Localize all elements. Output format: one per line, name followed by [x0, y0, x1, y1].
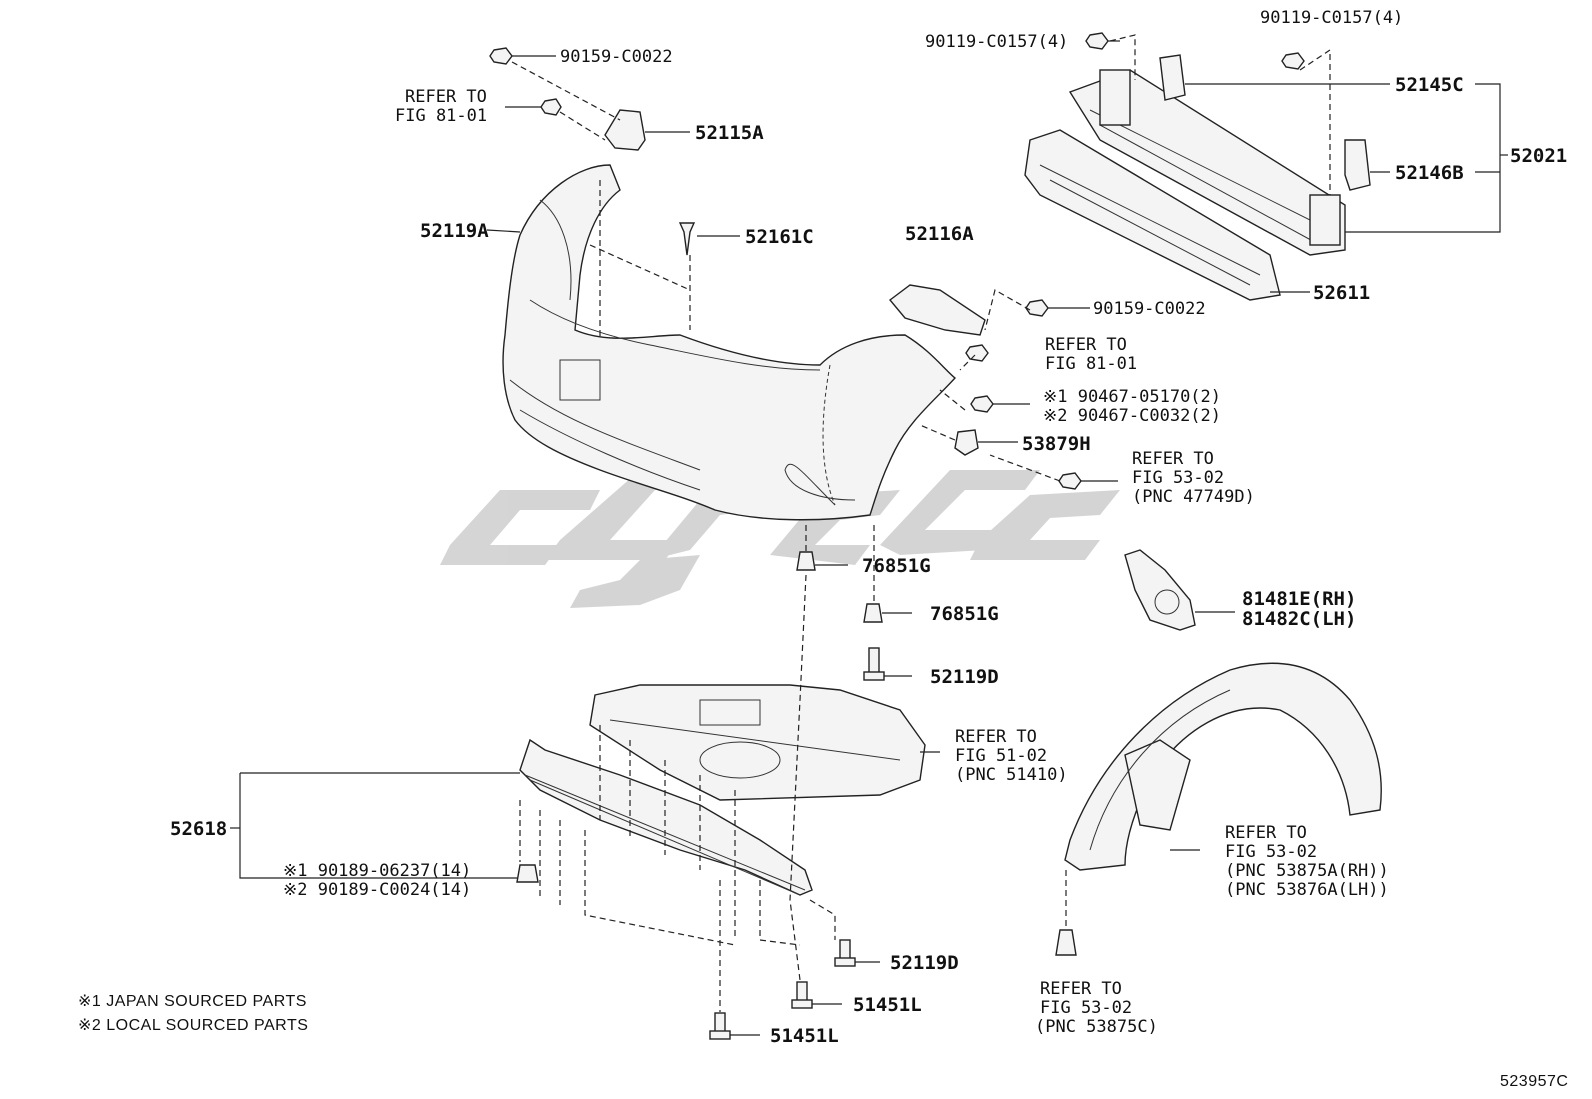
bolt-refer-8101-b [965, 344, 989, 362]
label-90189-1: ※1 90189-06237(14) [283, 861, 471, 881]
bolt-refer-5302-a [1058, 472, 1082, 490]
bracket-52146B [1344, 139, 1371, 191]
label-90159-mid: 90159-C0022 [1093, 299, 1206, 319]
bracket-52145C [1159, 54, 1186, 101]
bracket-52115A [604, 109, 646, 151]
label-refer-8101-a-line2: FIG 81-01 [395, 106, 487, 126]
bolt-51451L-a [791, 981, 813, 1009]
label-90119-left: 90119-C0157(4) [925, 32, 1068, 52]
fender-liner [1064, 662, 1382, 871]
diagram-id: 523957C [1500, 1073, 1568, 1090]
label-53879H: 53879H [1022, 433, 1091, 455]
label-refer-8101-b-line1: REFER TO [1045, 335, 1127, 355]
clip-76851G-a [796, 551, 816, 571]
label-refer-5302-c-line2: FIG 53-02 [1040, 998, 1132, 1018]
label-76851G-b: 76851G [930, 603, 999, 625]
label-refer-8101-a-line1: REFER TO [405, 87, 487, 107]
nut-90467 [970, 395, 994, 413]
energy-absorber-52611 [1024, 129, 1281, 301]
label-52618: 52618 [170, 818, 227, 840]
label-52145C: 52145C [1395, 74, 1464, 96]
label-51451L-b: 51451L [770, 1025, 839, 1047]
label-refer-5302-b-line3: (PNC 53875A(RH)) [1225, 861, 1389, 881]
label-90119-right: 90119-C0157(4) [1260, 8, 1403, 28]
label-51451L-a: 51451L [853, 994, 922, 1016]
label-refer-5302-a-line2: FIG 53-02 [1132, 468, 1224, 488]
label-refer-5302-c-line1: REFER TO [1040, 979, 1122, 999]
label-52115A: 52115A [695, 122, 764, 144]
clip-fender [1055, 929, 1077, 956]
label-81482C: 81482C(LH) [1242, 608, 1356, 630]
clip-52161C [678, 222, 696, 256]
label-52021: 52021 [1510, 145, 1567, 167]
label-refer-5302-b-line1: REFER TO [1225, 823, 1307, 843]
bolt-90119-left [1085, 32, 1109, 50]
label-refer-5302-b-line2: FIG 53-02 [1225, 842, 1317, 862]
label-52116A: 52116A [905, 223, 974, 245]
leader-lines [230, 40, 1508, 1036]
label-refer-5302-a-line3: (PNC 47749D) [1132, 487, 1255, 507]
part-labels: 90159-C0022 REFER TO FIG 81-01 52115A 52… [78, 8, 1568, 1090]
bolt-52119D-b [834, 939, 856, 967]
bolt-90159-top [489, 47, 513, 65]
dashed-lines [511, 34, 1331, 1012]
label-52119D-b: 52119D [890, 952, 959, 974]
label-52611: 52611 [1313, 282, 1370, 304]
label-90467-2: ※2 90467-C0032(2) [1043, 406, 1221, 426]
label-refer-5102-line2: FIG 51-02 [955, 746, 1047, 766]
bolt-90159-mid [1025, 299, 1049, 317]
label-81481E: 81481E(RH) [1242, 588, 1356, 610]
engine-under-cover [589, 684, 926, 801]
clip-90189 [516, 864, 539, 883]
label-90189-2: ※2 90189-C0024(14) [283, 880, 471, 900]
bumper-cover-52119A [502, 164, 957, 521]
label-refer-8101-b-line2: FIG 81-01 [1045, 354, 1137, 374]
label-90159-top: 90159-C0022 [560, 47, 673, 67]
label-52161C: 52161C [745, 226, 814, 248]
bolt-90119-right [1281, 52, 1305, 70]
label-52119D-a: 52119D [930, 666, 999, 688]
label-76851G-a: 76851G [862, 555, 931, 577]
bolt-refer-8101-a [540, 98, 562, 116]
bracket-52116A [888, 284, 986, 336]
label-refer-5302-b-line4: (PNC 53876A(LH)) [1225, 880, 1389, 900]
label-90467-1: ※1 90467-05170(2) [1043, 387, 1221, 407]
label-52119A: 52119A [420, 220, 489, 242]
bolt-51451L-b [709, 1012, 731, 1040]
bolt-52119D-a [863, 647, 885, 681]
clip-76851G-b [863, 603, 883, 623]
label-52146B: 52146B [1395, 162, 1464, 184]
retainer-53879H [954, 429, 979, 456]
bumper-reinforcement-52021 [1068, 69, 1346, 256]
label-refer-5102-line3: (PNC 51410) [955, 765, 1068, 785]
label-refer-5102-line1: REFER TO [955, 727, 1037, 747]
fog-cover-81481E [1124, 549, 1196, 631]
footnote-japan: ※1 JAPAN SOURCED PARTS [78, 993, 307, 1010]
footnote-local: ※2 LOCAL SOURCED PARTS [78, 1017, 308, 1034]
label-refer-5302-a-line1: REFER TO [1132, 449, 1214, 469]
label-refer-5302-c-line3: (PNC 53875C) [1035, 1017, 1158, 1037]
